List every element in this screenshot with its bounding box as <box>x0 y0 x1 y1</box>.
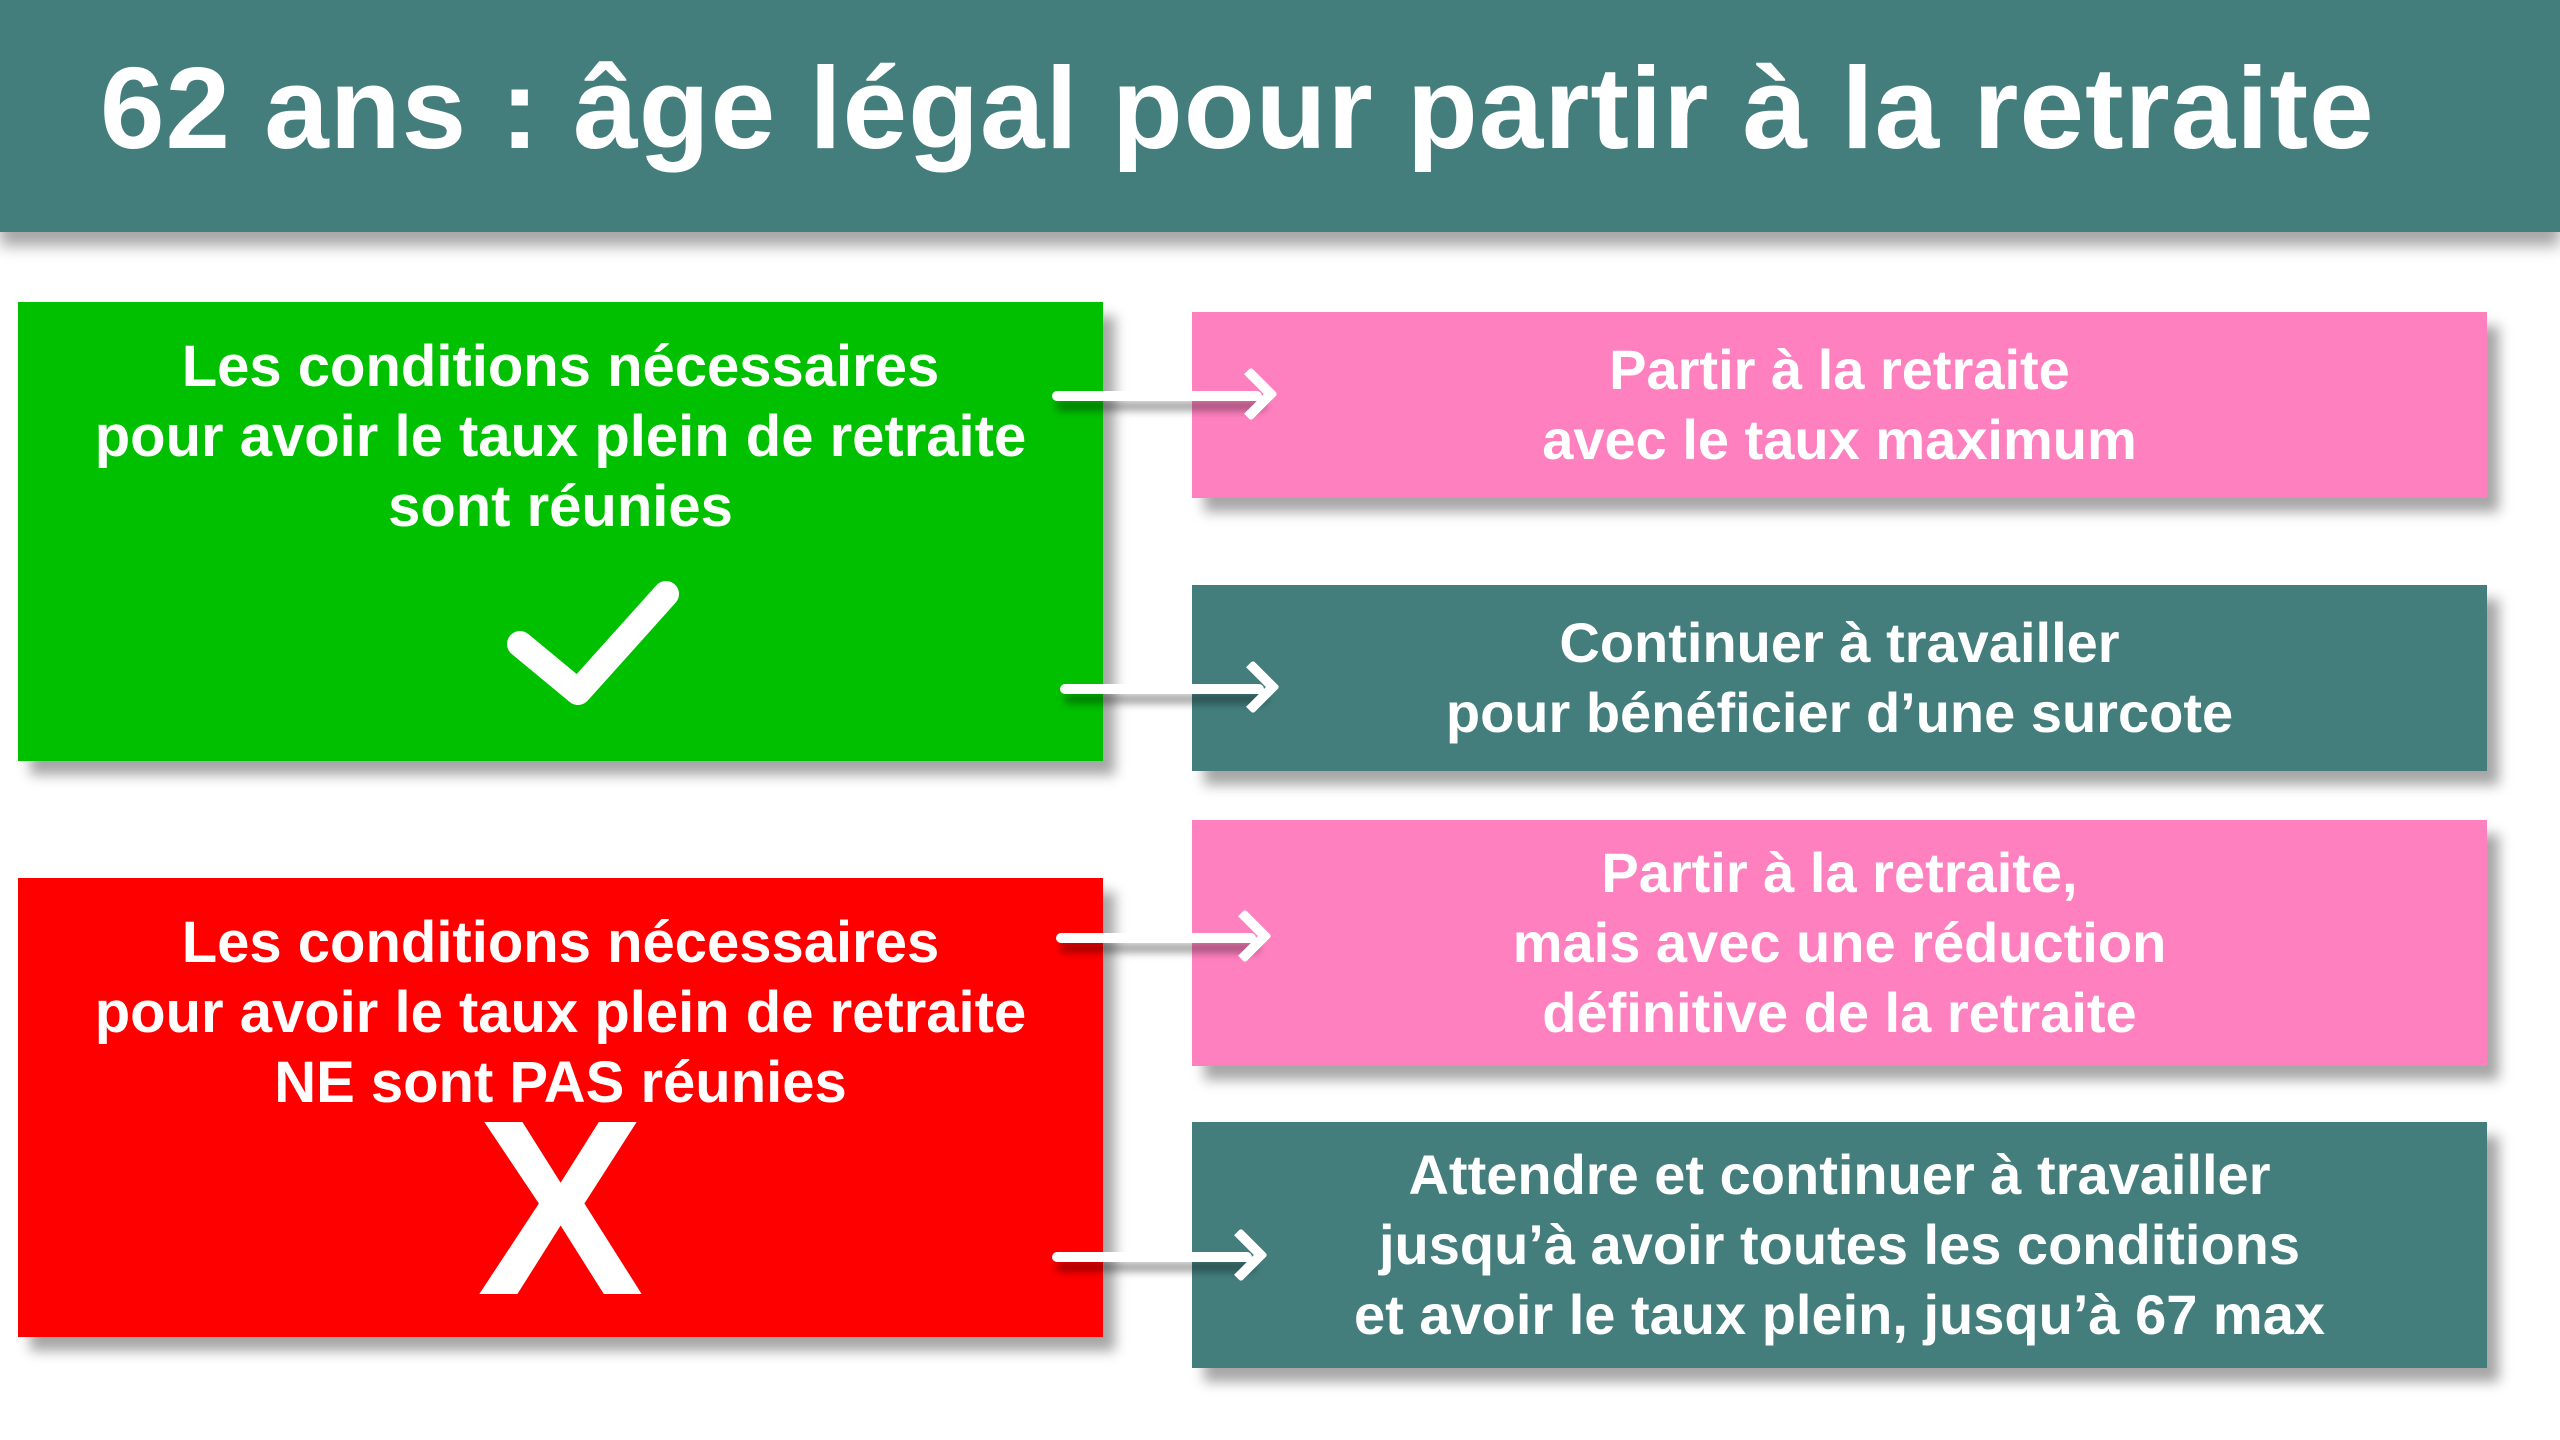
text-line: Les conditions nécessaires <box>181 334 940 399</box>
conditions-met-box: Les conditions nécessaires pour avoir le… <box>18 302 1103 761</box>
conditions-not-met-box: Les conditions nécessaires pour avoir le… <box>18 878 1103 1337</box>
option-text: Partir à la retraite, mais avec une rédu… <box>1513 838 2167 1048</box>
text-line: NE sont PAS réunies <box>274 1050 847 1115</box>
option-surcote-box: Continuer à travailler pour bénéficier d… <box>1192 585 2487 771</box>
text-line: sont réunies <box>388 474 733 539</box>
text-line: pour avoir le taux plein de retraite <box>94 404 1027 469</box>
conditions-met-text: Les conditions nécessaires pour avoir le… <box>18 332 1103 542</box>
page-title: 62 ans : âge légal pour partir à la retr… <box>100 43 2375 173</box>
conditions-not-met-text: Les conditions nécessaires pour avoir le… <box>18 908 1103 1118</box>
option-text: Attendre et continuer à travailler jusqu… <box>1354 1140 2325 1350</box>
title-bar: 62 ans : âge légal pour partir à la retr… <box>0 0 2560 232</box>
text-line: Les conditions nécessaires <box>181 910 940 975</box>
option-full-rate-box: Partir à la retraite avec le taux maximu… <box>1192 312 2487 498</box>
text-line: avec le taux maximum <box>1542 408 2137 471</box>
x-icon: X <box>477 1068 644 1347</box>
text-line: Partir à la retraite <box>1609 338 2070 401</box>
option-text: Continuer à travailler pour bénéficier d… <box>1446 608 2233 748</box>
option-text: Partir à la retraite avec le taux maximu… <box>1542 335 2137 475</box>
option-reduction-box: Partir à la retraite, mais avec une rédu… <box>1192 820 2487 1066</box>
text-line: Partir à la retraite, <box>1601 841 2078 904</box>
option-wait-box: Attendre et continuer à travailler jusqu… <box>1192 1122 2487 1368</box>
text-line: pour avoir le taux plein de retraite <box>94 980 1027 1045</box>
text-line: Attendre et continuer à travailler <box>1408 1143 2271 1206</box>
arrow-right-icon <box>1060 660 1280 714</box>
arrow-right-icon <box>1056 909 1272 963</box>
text-line: pour bénéficier d’une surcote <box>1445 681 2234 744</box>
text-line: jusqu’à avoir toutes les conditions <box>1378 1213 2301 1276</box>
text-line: et avoir le taux plein, jusqu’à 67 max <box>1353 1283 2326 1346</box>
checkmark-icon <box>507 581 679 705</box>
arrow-right-icon <box>1052 1228 1268 1282</box>
text-line: définitive de la retraite <box>1542 981 2137 1044</box>
text-line: Continuer à travailler <box>1559 611 2120 674</box>
arrow-right-icon <box>1052 367 1278 421</box>
text-line: mais avec une réduction <box>1512 911 2167 974</box>
